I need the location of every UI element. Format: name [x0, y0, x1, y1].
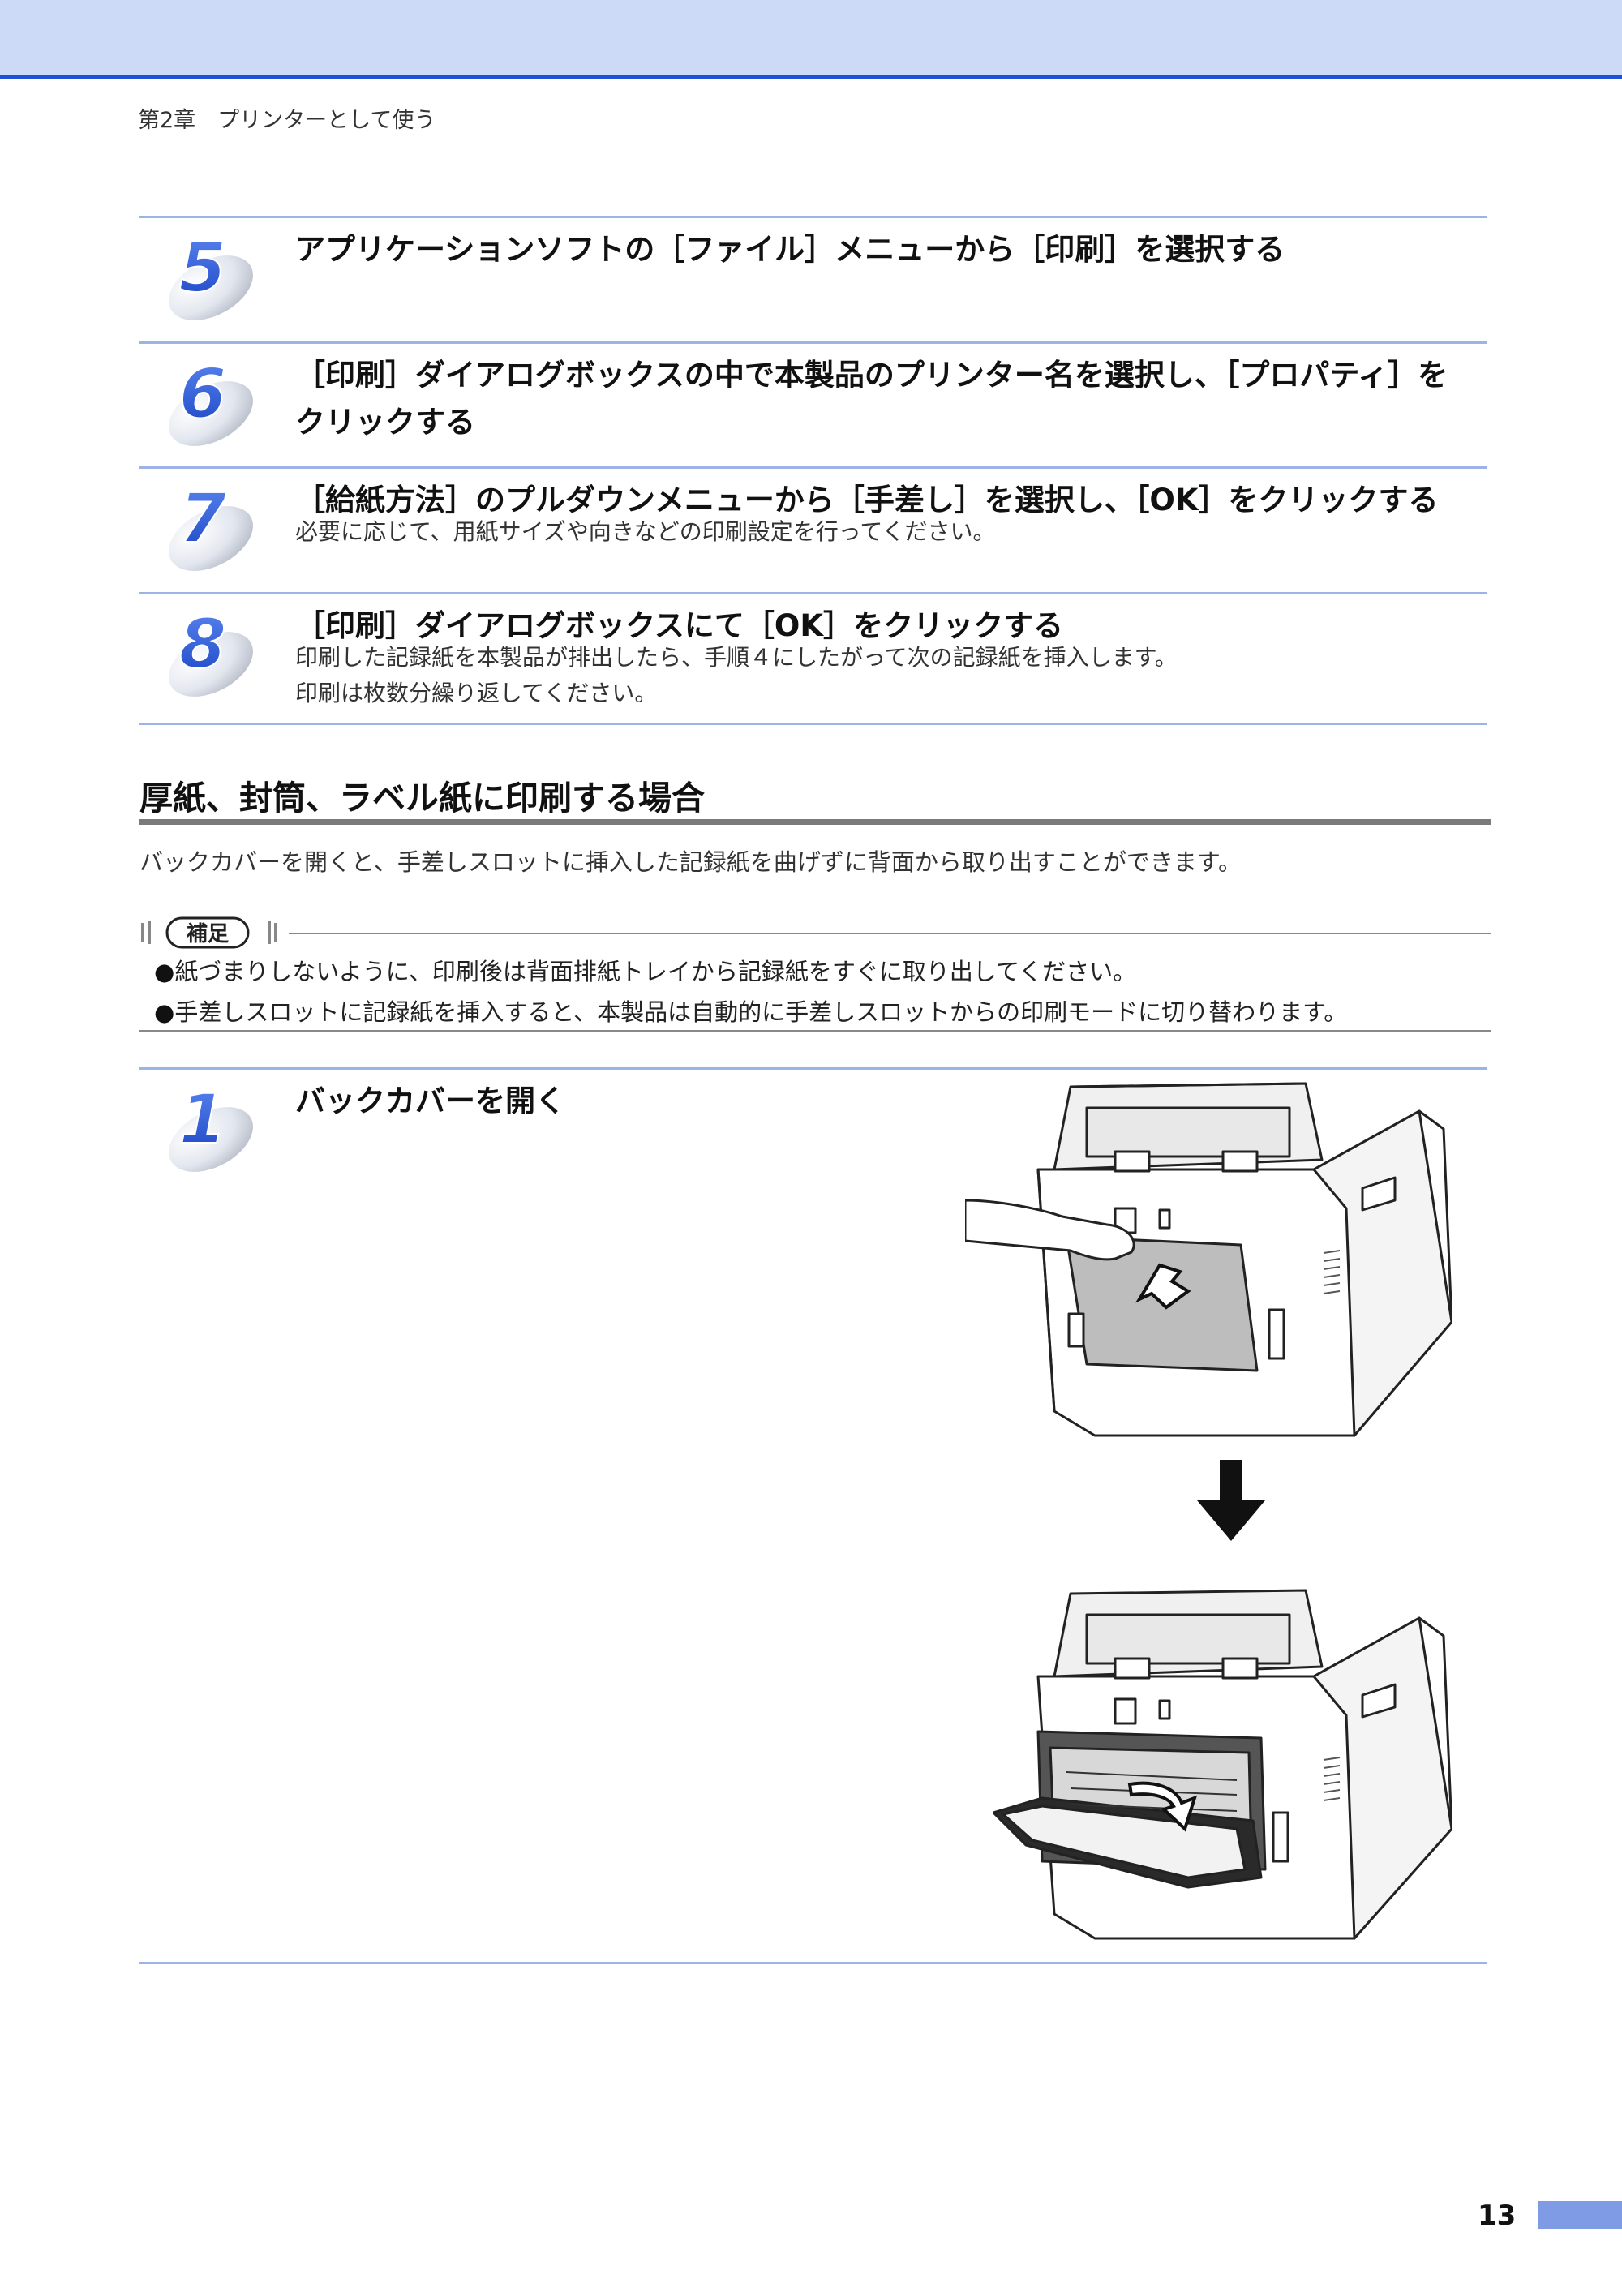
note-text: 手差しスロットに記録紙を挿入すると、本製品は自動的に手差しスロットからの印刷モー…	[174, 998, 1348, 1026]
note-item: ●手差しスロットに記録紙を挿入すると、本製品は自動的に手差しスロットからの印刷モ…	[154, 994, 1347, 1028]
step-number-badge: 6	[169, 354, 253, 446]
note-label-icon: 補足	[141, 916, 277, 949]
section-heading: 厚紙、封筒、ラベル紙に印刷する場合	[139, 779, 705, 818]
step-title: アプリケーションソフトの［ファイル］メニューから［印刷］を選択する	[295, 232, 1285, 267]
step-number-badge: 5	[169, 228, 253, 320]
step-number: 5	[179, 228, 226, 307]
step-divider	[139, 341, 1487, 344]
page-tab	[1538, 2201, 1622, 2229]
step-number-badge: 8	[169, 604, 253, 697]
step-divider	[139, 466, 1487, 469]
note-top-line	[289, 933, 1491, 934]
printer-rear-cover-open-illustration	[993, 1589, 1452, 1940]
note-text: 紙づまりしないように、印刷後は背面排紙トレイから記録紙をすぐに取り出してください…	[174, 958, 1137, 985]
step-6: 6 ［印刷］ダイアログボックスの中で本製品のプリンター名を選択し、［プロパティ］…	[139, 344, 1487, 466]
step-divider	[139, 723, 1487, 725]
step-divider	[139, 1962, 1487, 1964]
step-number-badge: 7	[169, 479, 253, 571]
header-band	[0, 0, 1622, 79]
step-title: ［給紙方法］のプルダウンメニューから［手差し］を選択し、［OK］をクリックする	[295, 483, 1439, 517]
note-label-text: 補足	[186, 922, 229, 946]
step-number: 6	[179, 354, 226, 433]
step-number-badge: 1	[169, 1079, 253, 1172]
step-title: ［印刷］ダイアログボックスにて［OK］をクリックする	[295, 608, 1064, 643]
section-underline	[139, 819, 1491, 825]
printer-rear-cover-closed-illustration	[965, 1082, 1452, 1437]
step-body-text: 印刷した記録紙を本製品が排出したら、手順４にしたがって次の記録紙を挿入します。	[295, 644, 1178, 671]
page-number: 13	[1478, 2199, 1517, 2232]
step-1: 1 バックカバーを開く	[139, 1070, 1487, 1191]
note-item: ●紙づまりしないように、印刷後は背面排紙トレイから記録紙をすぐに取り出してくださ…	[154, 953, 1136, 987]
step-8: 8 ［印刷］ダイアログボックスにて［OK］をクリックする 印刷した記録紙を本製品…	[139, 594, 1487, 721]
bullet: ●	[154, 958, 175, 985]
step-divider	[139, 216, 1487, 218]
step-divider	[139, 1067, 1487, 1070]
section-intro: バックカバーを開くと、手差しスロットに挿入した記録紙を曲げずに背面から取り出すこ…	[139, 848, 1242, 876]
step-number: 7	[179, 479, 227, 558]
step-number: 8	[179, 604, 226, 684]
bullet: ●	[154, 998, 175, 1026]
step-title: バックカバーを開く	[295, 1084, 565, 1118]
step-divider	[139, 592, 1487, 594]
step-body-text: 印刷は枚数分繰り返してください。	[295, 680, 658, 706]
step-7: 7 ［給紙方法］のプルダウンメニューから［手差し］を選択し、［OK］をクリックす…	[139, 469, 1487, 590]
arrow-down-icon	[1197, 1460, 1265, 1541]
step-body-text: 必要に応じて、用紙サイズや向きなどの印刷設定を行ってください。	[295, 518, 996, 545]
step-number: 1	[179, 1079, 226, 1159]
note-bottom-line	[139, 1030, 1491, 1032]
step-5: 5 アプリケーションソフトの［ファイル］メニューから［印刷］を選択する	[139, 218, 1487, 340]
step-title: ［印刷］ダイアログボックスの中で本製品のプリンター名を選択し、［プロパティ］をク…	[295, 358, 1448, 440]
chapter-title: 第2章 プリンターとして使う	[138, 108, 436, 133]
